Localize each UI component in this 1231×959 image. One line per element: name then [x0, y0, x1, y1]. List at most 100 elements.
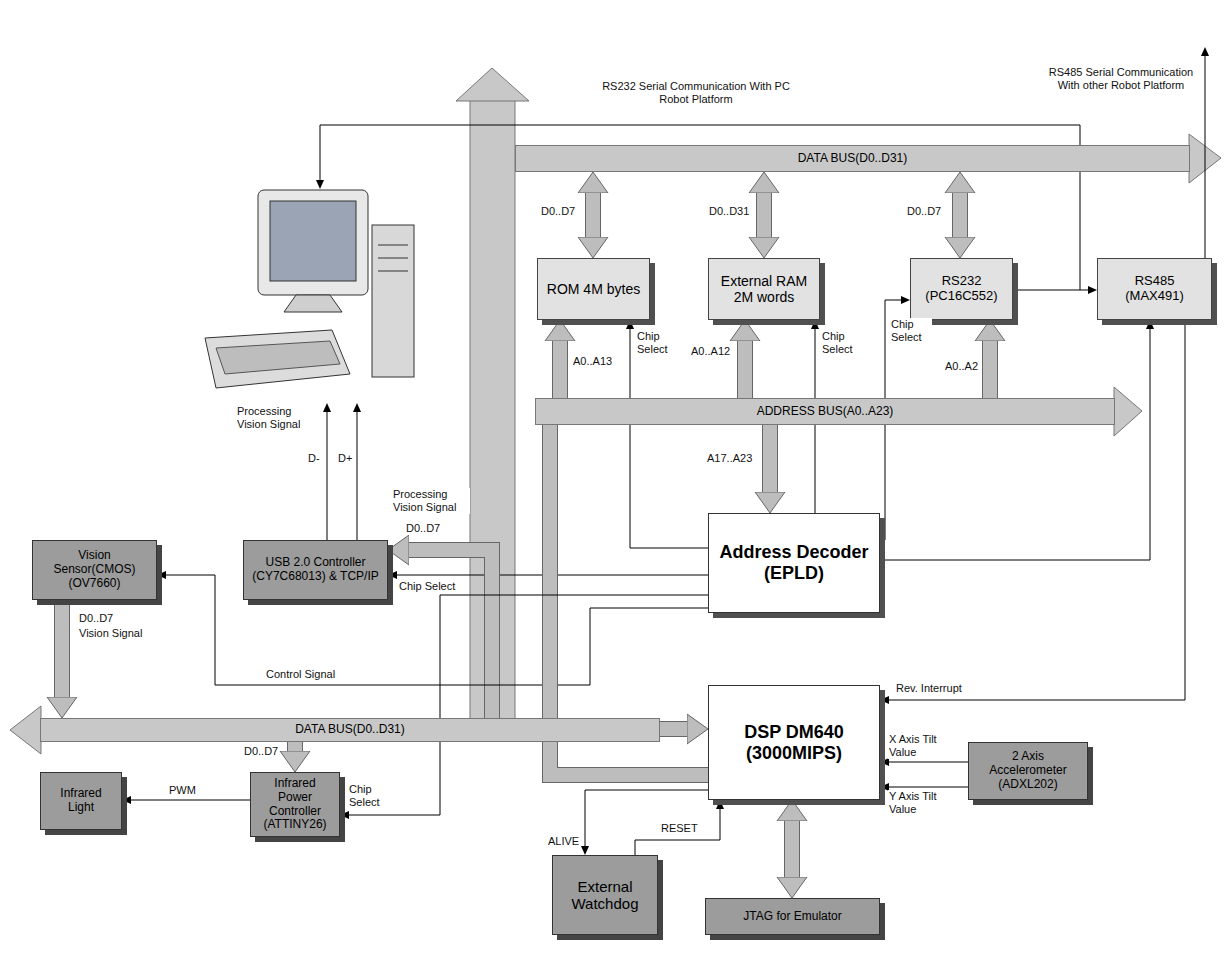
serial-chip-box: RS485 (MAX491) — [1097, 258, 1212, 320]
edge-label: A0..A2 — [944, 360, 979, 373]
edge-label: Chip Select — [636, 330, 678, 356]
wire-path — [880, 329, 1150, 560]
decoder-box: Address Decoder (EPLD) — [708, 513, 880, 613]
edge-label: Y Axis Tilt Value — [888, 790, 944, 816]
controller-box: Infrared Power Controller (ATTINY26) — [250, 772, 340, 837]
bus-body — [983, 341, 997, 398]
processor-box: DSP DM640 (3000MIPS) — [708, 685, 880, 800]
edge-label: Chip Select — [398, 580, 456, 593]
bus-outline — [952, 193, 968, 237]
edge-label: Chip Select — [348, 783, 395, 809]
wire-path — [889, 787, 968, 788]
wire-path — [889, 762, 968, 763]
pc-computer — [205, 190, 414, 388]
signal-label: RS232 Serial Communication With PC Robot… — [590, 80, 802, 106]
keyboard-keys — [216, 341, 340, 374]
signal-label: Processing Vision Signal — [236, 405, 308, 431]
usb-signal-line — [327, 412, 328, 540]
watchdog-box: External Watchdog — [552, 855, 658, 935]
signal-wire — [630, 329, 708, 548]
box-text: ADDRESS BUS(A0..A23) — [540, 405, 1110, 419]
edge-label: D0..D7 — [906, 205, 942, 218]
emulator-box: JTAG for Emulator — [705, 898, 880, 935]
bus-outline — [409, 550, 492, 718]
bus-connector — [990, 341, 991, 398]
usb-signal-line — [357, 412, 358, 540]
wire-path — [131, 800, 250, 801]
box-text: DATA BUS(D0..D31) — [520, 152, 1185, 166]
signal-wire — [1013, 290, 1088, 291]
box-text: RS232 (PC16C552) — [917, 274, 1006, 304]
pc-keyboard — [205, 330, 350, 388]
box-text: Vision Sensor(CMOS) (OV7660) — [39, 549, 150, 590]
address-bus-band: ADDRESS BUS(A0..A23) — [535, 398, 1115, 425]
bus-outline — [762, 425, 778, 492]
bus-outline — [54, 600, 70, 697]
bus-body — [785, 821, 799, 877]
bus-connector — [62, 600, 63, 697]
edge-label: RESET — [660, 822, 699, 835]
wire-path — [585, 790, 708, 846]
signal-label: Processing Vision Signal — [392, 488, 470, 514]
bus-connector — [560, 341, 561, 398]
bus-connector — [764, 193, 765, 237]
memory-box: ROM 4M bytes — [537, 258, 650, 320]
signal-label: D+ — [337, 452, 353, 465]
sensor-box: 2 Axis Accelerometer (ADXL202) — [968, 742, 1088, 800]
edge-label: A17..A23 — [706, 452, 753, 465]
bus-connector — [593, 193, 594, 237]
bus-outline — [784, 821, 800, 877]
bus-connector — [792, 821, 793, 877]
bus-body — [586, 193, 600, 237]
wire-path — [1013, 290, 1088, 291]
bus-connector — [960, 193, 961, 237]
bus-body — [55, 600, 69, 697]
edge-label: PWM — [168, 784, 197, 797]
edge-label: D0..D7 — [243, 745, 279, 758]
memory-box: External RAM 2M words — [708, 258, 820, 320]
pc-screen — [270, 201, 356, 281]
bus-connector — [770, 425, 771, 492]
bus-body — [763, 425, 777, 492]
signal-label: RS485 Serial Communication With other Ro… — [1040, 66, 1202, 92]
bus-connector — [295, 742, 296, 751]
bus-outline — [552, 341, 568, 398]
bus-outline — [660, 721, 687, 737]
signal-wire — [889, 787, 968, 788]
signal-wire — [585, 790, 708, 846]
bus-outline — [287, 742, 303, 751]
wire-path — [630, 329, 708, 548]
edge-label: Control Signal — [265, 668, 336, 681]
monitor-stand — [284, 295, 342, 312]
bus-arrowhead — [10, 706, 41, 754]
bus-body — [553, 341, 567, 398]
data-bus-band: DATA BUS(D0..D31) — [40, 718, 660, 742]
wire-path — [889, 320, 1185, 700]
drive-slot — [378, 271, 408, 272]
drive-slot — [378, 258, 408, 259]
edge-label: A0..A12 — [690, 345, 731, 358]
box-text: 2 Axis Accelerometer (ADXL202) — [975, 750, 1081, 791]
bus-body — [953, 193, 967, 237]
bus-outline — [585, 193, 601, 237]
box-text: Address Decoder (EPLD) — [715, 542, 873, 583]
bus-body — [409, 550, 492, 718]
edge-label: A0..A13 — [572, 355, 613, 368]
signal-wire — [635, 809, 720, 855]
edge-label: X Axis Tilt Value — [888, 733, 944, 759]
box-text: External RAM 2M words — [715, 273, 813, 305]
bus-outline — [982, 341, 998, 398]
bus-body — [288, 742, 302, 751]
bus-outline — [756, 193, 772, 237]
box-text: Infrared Light — [47, 787, 115, 815]
bus-arrowhead — [456, 68, 529, 101]
edge-label: Chip Select — [890, 318, 932, 344]
bus-outline — [737, 341, 753, 398]
bus-connector — [409, 550, 492, 718]
signal-wire — [131, 800, 250, 801]
signal-wire — [880, 329, 1150, 560]
signal-wire — [889, 320, 1185, 700]
